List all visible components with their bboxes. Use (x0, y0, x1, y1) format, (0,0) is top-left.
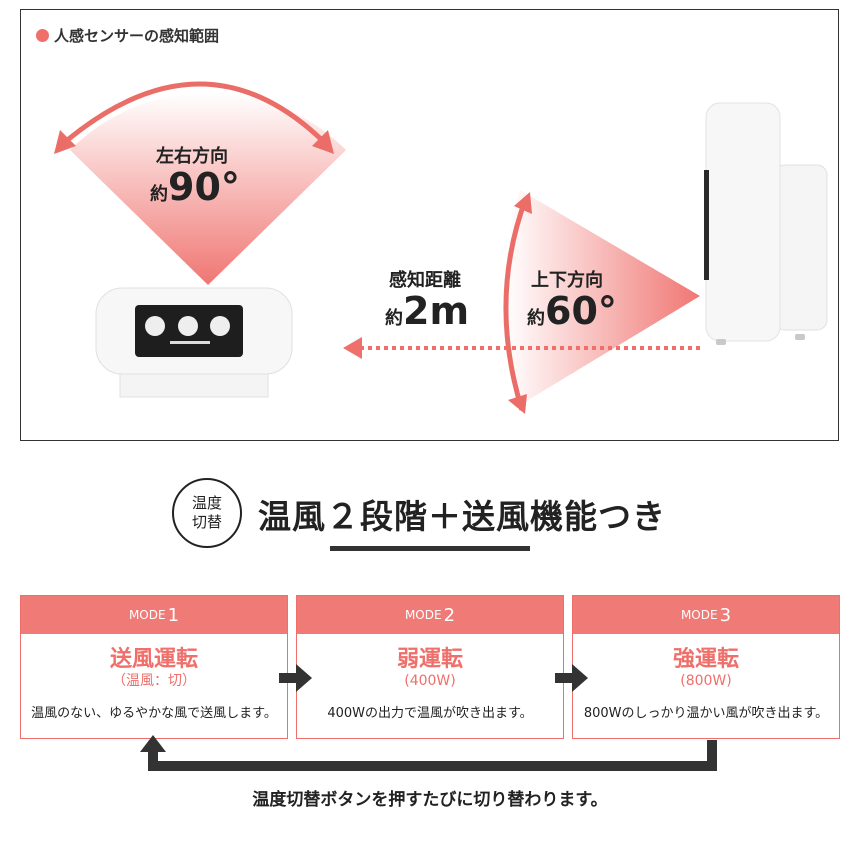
panel-title: 人感センサーの感知範囲 (36, 25, 219, 46)
arrow-right-icon (572, 664, 588, 692)
vertical-prefix: 約 (527, 308, 545, 329)
badge-line-1: 温度 (191, 494, 222, 513)
mode-label: MODE (128, 608, 166, 622)
mode-description: 400Wの出力で温風が吹き出ます。 (327, 706, 533, 722)
heading-underline (330, 546, 530, 551)
horizontal-range-fan (70, 92, 346, 285)
mode-label: MODE (680, 608, 718, 622)
heater-device-front (95, 287, 293, 398)
horizontal-label-text: 左右方向 (156, 146, 228, 167)
mode-sub: （温風：切） (112, 673, 196, 690)
horizontal-prefix: 約 (150, 184, 168, 205)
mode-sub: (800W) (680, 673, 732, 690)
vertical-label-text: 上下方向 (531, 270, 603, 291)
horizontal-value: 90° (168, 165, 240, 209)
arc-arrowhead-right-icon (312, 130, 334, 154)
mode-label: MODE (404, 608, 442, 622)
vertical-range-cone (505, 190, 700, 405)
arrow-up-icon (140, 735, 166, 752)
distance-range-label: 感知距離 約2m (385, 270, 470, 333)
vertical-arc (503, 197, 529, 411)
footer-note: 温度切替ボタンを押すたびに切り替わります。 (252, 790, 608, 810)
vertical-value: 60° (545, 289, 617, 333)
loop-back-line (148, 740, 717, 771)
arrow-right-icon (296, 664, 312, 692)
mode-description: 温風のない、ゆるやかな風で送風します。 (31, 706, 277, 722)
arc-arrowhead-left-icon (54, 130, 76, 154)
sensor-diagram (54, 81, 828, 414)
bullet-dot-icon (36, 29, 49, 42)
distance-arrowhead-icon (343, 337, 362, 359)
mode-sub: (400W) (404, 673, 456, 690)
section-heading: 温風２段階＋送風機能つき (258, 497, 666, 536)
mode-description: 800Wのしっかり温かい風が吹き出ます。 (583, 706, 829, 722)
distance-label-text: 感知距離 (389, 270, 461, 291)
mode-cycle-arrows (140, 664, 717, 771)
mode-name: 弱運転 (396, 647, 463, 672)
heater-device-side (704, 102, 828, 345)
temperature-switch-badge: 温度 切替 (172, 478, 242, 548)
badge-line-2: 切替 (191, 513, 222, 531)
arc-arrowhead-up-icon (514, 192, 532, 214)
distance-prefix: 約 (385, 308, 403, 329)
mode-number: 1 (167, 604, 180, 626)
mode-number: 2 (443, 604, 456, 626)
arc-arrowhead-down-icon (508, 394, 527, 414)
panel-title-text: 人感センサーの感知範囲 (54, 27, 220, 45)
distance-value: 2m (403, 289, 470, 333)
mode-name: 強運転 (672, 647, 739, 672)
horizontal-range-label: 左右方向 約90° (150, 146, 240, 209)
mode-number: 3 (719, 604, 732, 626)
mode-name: 送風運転 (109, 647, 198, 672)
vertical-range-label: 上下方向 約60° (527, 270, 617, 333)
horizontal-arc (56, 81, 332, 150)
